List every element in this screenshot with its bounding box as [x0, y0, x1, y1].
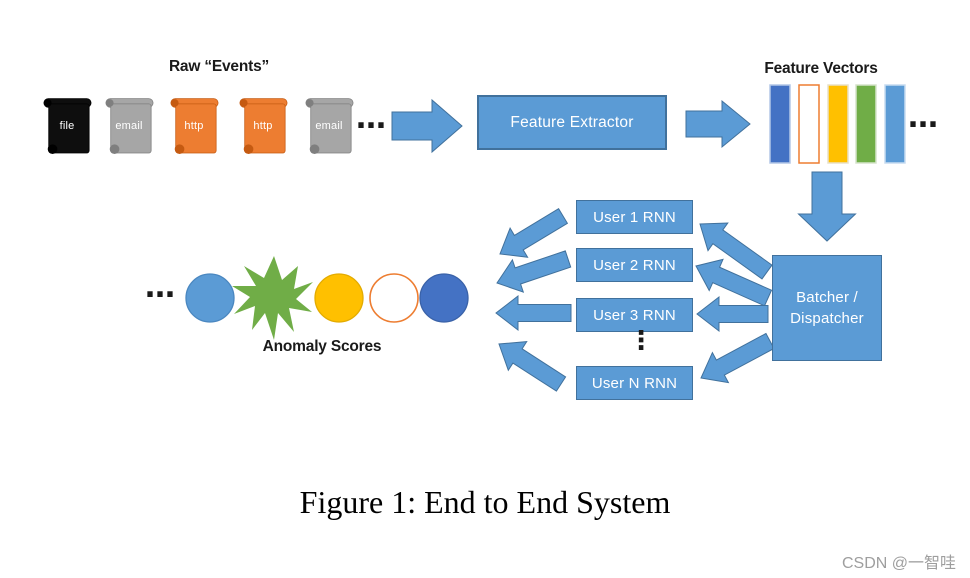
arrow-batcher-to-rnn2: [695, 258, 773, 307]
anomaly-circle-dark-blue: [419, 273, 469, 323]
arrow-batcher-to-rnn3: [696, 295, 769, 333]
event-label: file: [59, 120, 75, 132]
user-1-rnn-label: User 1 RNN: [593, 208, 676, 226]
user-n-rnn-label: User N RNN: [591, 374, 678, 392]
event-icon-file: file: [41, 96, 93, 158]
feature-vector-bar-5: [884, 84, 906, 164]
user-1-rnn-box: User 1 RNN: [576, 200, 693, 234]
feature-extractor-label: Feature Extractor: [510, 113, 634, 131]
scroll-icon: [43, 98, 92, 154]
batcher-dispatcher-box: Batcher / Dispatcher: [772, 255, 882, 361]
scroll-icon: [305, 98, 354, 154]
anomaly-circle-gold: [314, 273, 364, 323]
event-icon-email-1: email: [103, 96, 155, 158]
anomaly-circle-light-blue: [185, 273, 235, 323]
scroll-icon: [105, 98, 154, 154]
user-n-rnn-box: User N RNN: [576, 366, 693, 400]
scroll-icon: [170, 98, 219, 154]
batcher-label-line2: Dispatcher: [790, 310, 864, 327]
raw-events-title: Raw “Events”: [168, 58, 270, 75]
batcher-label-line1: Batcher /: [796, 289, 858, 306]
arrow-rnnN-to-scores: [498, 341, 567, 392]
user-3-rnn-label: User 3 RNN: [593, 306, 676, 324]
user-2-rnn-box: User 2 RNN: [576, 248, 693, 282]
event-label: email: [115, 120, 143, 132]
feature-vector-bar-3: [827, 84, 849, 164]
events-ellipsis: …: [356, 101, 387, 136]
event-label: email: [315, 120, 343, 132]
rnn-vertical-ellipsis: ⋮: [628, 326, 654, 356]
event-label: http: [253, 120, 273, 132]
arrow-rnn3-to-scores: [495, 294, 572, 332]
anomaly-starburst-green: [232, 256, 313, 340]
event-icon-http-2: http: [237, 96, 289, 158]
arrow-rnn2-to-scores: [496, 250, 572, 293]
feature-vectors-title: Feature Vectors: [764, 60, 878, 77]
event-icon-http-1: http: [168, 96, 220, 158]
event-label: http: [184, 120, 204, 132]
arrow-events-to-extractor: [391, 98, 463, 154]
feature-vector-bar-2: [798, 84, 820, 164]
scroll-icon: [239, 98, 288, 154]
arrow-rnn1-to-scores: [499, 208, 569, 258]
anomaly-ellipsis: …: [145, 270, 176, 305]
anomaly-circle-outline-orange: [369, 273, 419, 323]
arrow-vectors-to-batcher: [797, 171, 857, 242]
feature-vector-bar-4: [855, 84, 877, 164]
arrow-batcher-to-rnnN: [700, 332, 775, 384]
arrow-batcher-to-rnn1: [699, 222, 773, 280]
user-2-rnn-label: User 2 RNN: [593, 256, 676, 274]
feature-extractor-box: Feature Extractor: [477, 95, 667, 150]
anomaly-scores-title: Anomaly Scores: [262, 338, 382, 355]
figure-caption: Figure 1: End to End System: [299, 484, 671, 520]
watermark: CSDN @一智哇: [841, 555, 956, 572]
event-icon-email-2: email: [303, 96, 355, 158]
vectors-ellipsis: …: [908, 100, 939, 135]
feature-vector-bar-1: [769, 84, 791, 164]
user-3-rnn-box: User 3 RNN: [576, 298, 693, 332]
arrow-extractor-to-vectors: [685, 99, 751, 149]
